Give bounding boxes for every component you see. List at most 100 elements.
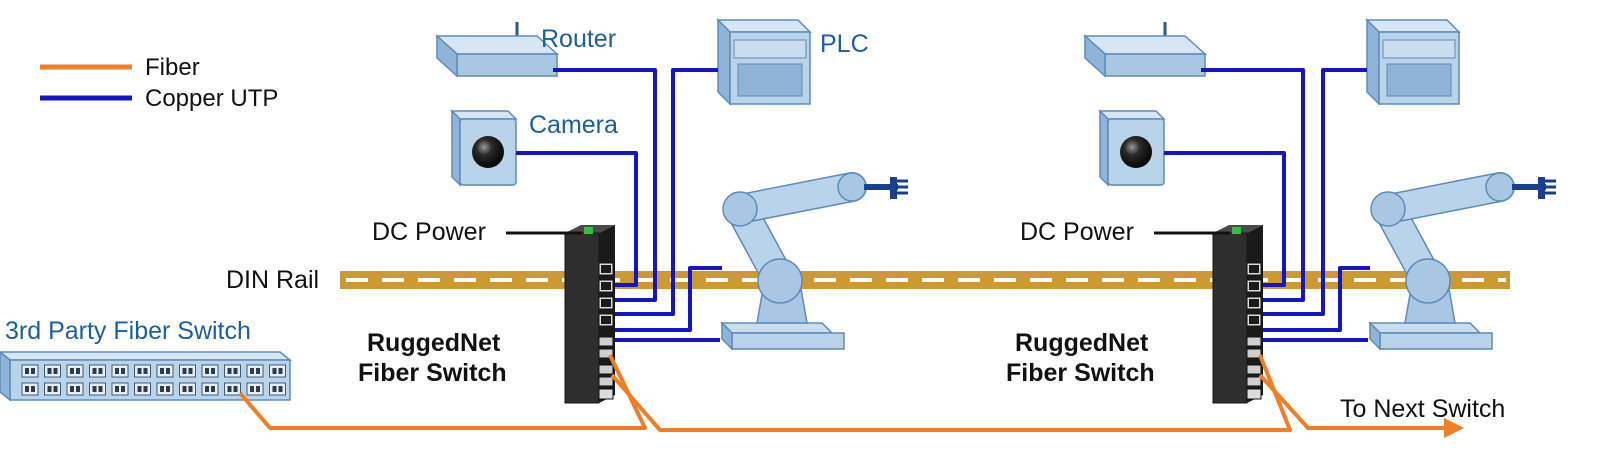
fiber-port-socket (278, 368, 283, 374)
fiber-port-socket (70, 368, 74, 374)
fiber-port-socket (143, 368, 148, 374)
fiber-port-socket (278, 386, 283, 392)
fiber-port-socket (31, 368, 35, 374)
fiber-port-socket (256, 368, 260, 374)
fiber-port (21, 382, 39, 396)
fiber-port (201, 364, 219, 378)
third-party-fiber-switch-icon (0, 351, 293, 402)
fiber-port-socket (121, 368, 125, 374)
fiber-port-socket (256, 386, 260, 392)
fiber-port-socket (53, 386, 58, 392)
fiber-port-socket (211, 368, 215, 374)
fiber-port-socket (182, 386, 187, 392)
din-rail-label: DIN Rail (226, 266, 319, 294)
plc-label: PLC (820, 30, 869, 58)
fiber-port (179, 382, 196, 396)
plc-icon (717, 19, 811, 105)
fiber-port-socket (115, 368, 119, 374)
fiber-port (246, 364, 264, 378)
fiber-port-socket (92, 368, 97, 374)
fiber-port-socket (137, 368, 142, 374)
ruggednet-label-1-line1: RuggedNet (367, 329, 501, 357)
fiber-port-socket (160, 386, 164, 392)
fiber-port (44, 364, 61, 378)
fiber-port (44, 382, 61, 396)
to-next-switch-label: To Next Switch (1340, 395, 1505, 423)
router-icon-2 (1083, 20, 1207, 78)
fiber-port-socket (205, 386, 209, 392)
fiber-port-socket (98, 368, 103, 374)
camera-label: Camera (529, 111, 618, 139)
fiber-port-socket (166, 386, 170, 392)
ruggednet-label-2-line1: RuggedNet (1015, 329, 1149, 357)
fiber-port (134, 364, 151, 378)
fiber-port-socket (31, 386, 35, 392)
fiber-port (201, 382, 219, 396)
fiber-port-socket (188, 386, 193, 392)
fiber-port-socket (70, 386, 74, 392)
fiber-ports (21, 364, 286, 396)
fiber-port (224, 364, 241, 378)
fiber-port-socket (188, 368, 193, 374)
fiber-port (111, 364, 129, 378)
fiber-port-socket (143, 386, 148, 392)
fiber-port (269, 382, 286, 396)
dc-power-label-1: DC Power (372, 218, 486, 246)
fiber-port-socket (205, 368, 209, 374)
fiber-port-socket (76, 386, 80, 392)
robot-arm-icon-2 (1370, 173, 1556, 349)
fiber-port-socket (76, 368, 80, 374)
copper-cables-1 (516, 68, 722, 342)
camera-icon-2 (1099, 110, 1165, 186)
fiber-port-socket (25, 386, 29, 392)
fiber-port-socket (98, 386, 103, 392)
fiber-port-socket (166, 368, 170, 374)
fiber-port-socket (250, 368, 254, 374)
camera-icon (451, 110, 517, 186)
third-party-switch-label: 3rd Party Fiber Switch (5, 317, 251, 345)
fiber-port-socket (47, 386, 52, 392)
fiber-port (134, 382, 151, 396)
fiber-port-socket (25, 368, 29, 374)
fiber-port-socket (250, 386, 254, 392)
fiber-port-socket (115, 386, 119, 392)
fiber-port-socket (137, 386, 142, 392)
fiber-port (246, 382, 264, 396)
fiber-port-socket (121, 386, 125, 392)
fiber-port-socket (233, 386, 238, 392)
fiber-port (156, 364, 174, 378)
din-rail (340, 271, 1510, 289)
fiber-port-socket (227, 386, 232, 392)
fiber-port (89, 382, 106, 396)
fiber-cables (238, 354, 1464, 438)
robot-arm-icon (722, 173, 908, 349)
fiber-port (66, 364, 84, 378)
legend: Fiber Copper UTP (40, 54, 278, 112)
fiber-port (89, 364, 106, 378)
fiber-port (21, 364, 39, 378)
legend-fiber-label: Fiber (145, 54, 200, 81)
fiber-port (179, 364, 196, 378)
legend-copper-label: Copper UTP (145, 85, 278, 112)
router-label: Router (541, 25, 616, 53)
dc-power-label-2: DC Power (1020, 218, 1134, 246)
plc-icon-2 (1366, 19, 1460, 105)
fiber-port (66, 382, 84, 396)
ruggednet-switch-icon-2 (1212, 224, 1264, 404)
fiber-port-socket (182, 368, 187, 374)
fiber-port-socket (160, 368, 164, 374)
fiber-port-socket (92, 386, 97, 392)
fiber-port-socket (272, 386, 277, 392)
ruggednet-label-2-line2: Fiber Switch (1006, 359, 1155, 387)
ruggednet-switch-icon (564, 224, 616, 404)
fiber-port (111, 382, 129, 396)
fiber-port (224, 382, 241, 396)
fiber-port-socket (233, 368, 238, 374)
ruggednet-label-1-line2: Fiber Switch (358, 359, 507, 387)
copper-cables-2 (1164, 68, 1370, 342)
fiber-port (269, 364, 286, 378)
fiber-port-socket (47, 368, 52, 374)
fiber-port (156, 382, 174, 396)
router-icon (435, 20, 559, 78)
